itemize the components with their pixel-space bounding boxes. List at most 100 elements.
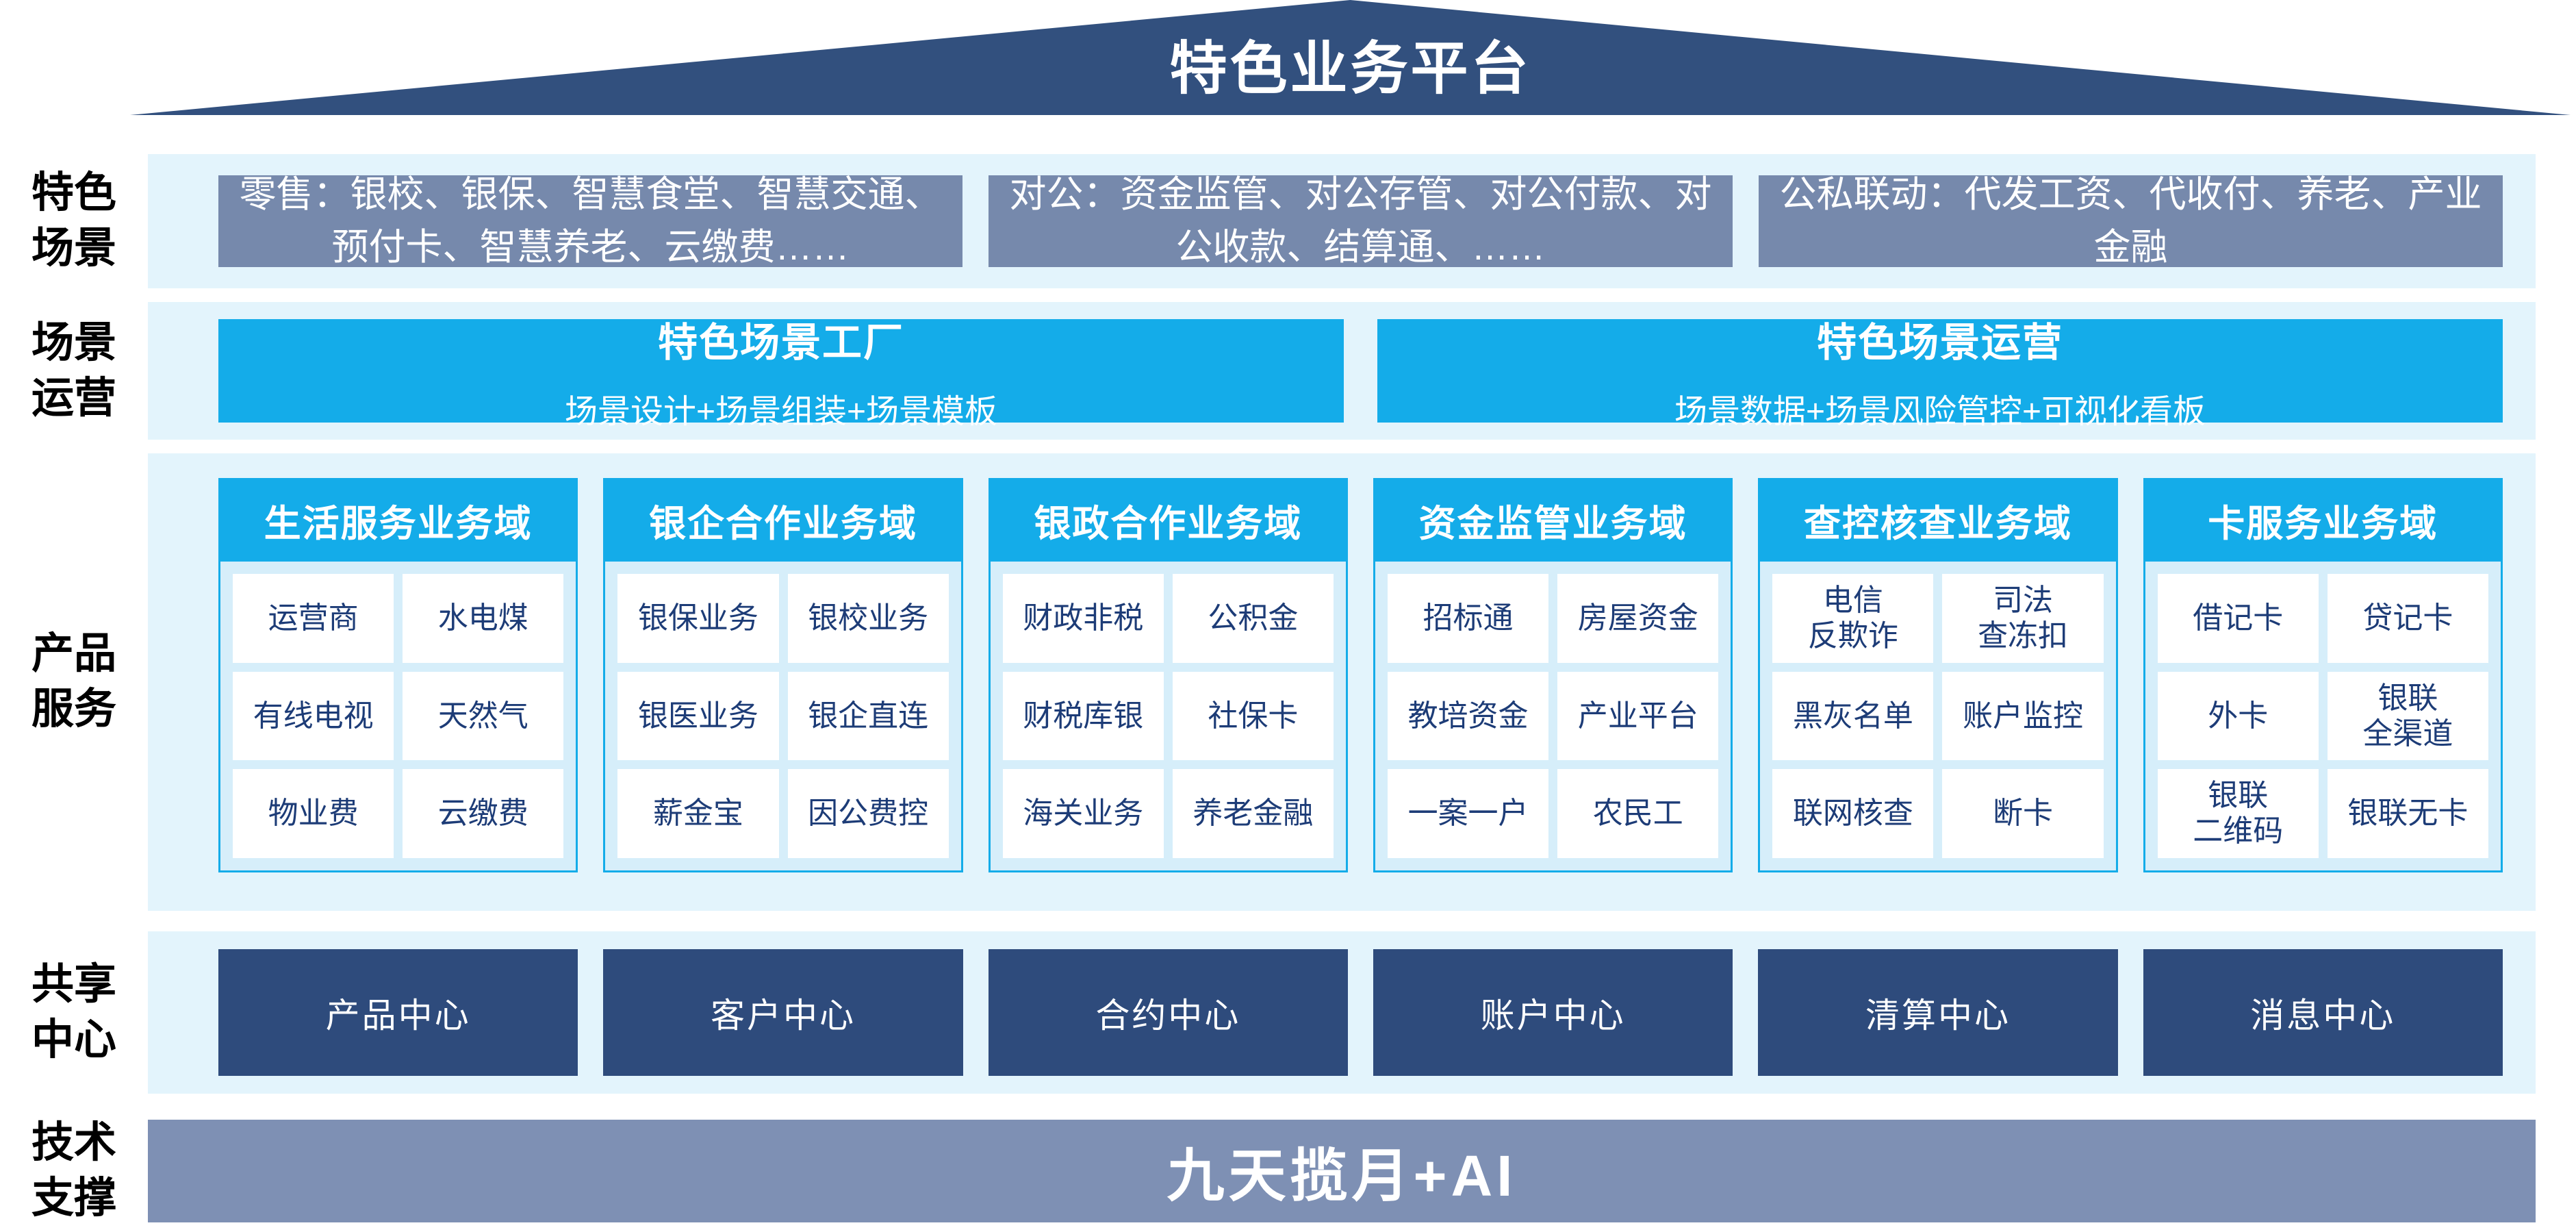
side-label-scene-operation: 场景 运营: [31, 318, 116, 422]
domain-body: 运营商 水电煤 有线电视 天然气 物业费 云缴费: [218, 562, 578, 872]
center-box-customer: 客户中心: [603, 949, 963, 1076]
product-cell: 银企直连: [787, 671, 949, 761]
scene-operation-title: 特色场景运营: [1816, 320, 2063, 365]
cell-row: 教培资金 产业平台: [1387, 671, 1719, 761]
cell-row: 外卡 银联 全渠道: [2157, 671, 2488, 761]
scene-box-public-private: 公私联动：代发工资、代收付、养老、产业金融: [1759, 174, 2503, 268]
domain-column-bank-enterprise: 银企合作业务域 银保业务 银校业务 银医业务 银企直连 薪金宝 因公费控: [603, 478, 963, 872]
product-cell: 银联 全渠道: [2327, 671, 2488, 761]
product-cell: 银医业务: [617, 671, 779, 761]
scene-operation-row: 特色场景工厂 场景设计+场景组装+场景模板 特色场景运营 场景数据+场景风险管控…: [148, 302, 2536, 440]
side-label-shared-center: 共享 中心: [31, 960, 116, 1064]
domain-body: 财政非税 公积金 财税库银 社保卡 海关业务 养老金融: [988, 562, 1348, 872]
cell-row: 电信 反欺诈 司法 查冻扣: [1772, 574, 2104, 663]
scene-operation-subtitle: 场景数据+场景风险管控+可视化看板: [1674, 393, 2206, 430]
domain-column-fund-supervision: 资金监管业务域 招标通 房屋资金 教培资金 产业平台 一案一户 农民工: [1373, 478, 1733, 872]
domain-body: 招标通 房屋资金 教培资金 产业平台 一案一户 农民工: [1373, 562, 1733, 872]
product-cell: 运营商: [233, 574, 394, 663]
product-cell: 有线电视: [233, 671, 394, 761]
platform-title: 特色业务平台: [1169, 36, 1531, 101]
product-cell: 农民工: [1557, 769, 1719, 859]
scene-factory-title: 特色场景工厂: [657, 320, 904, 365]
scene-operation-box: 特色场景运营 场景数据+场景风险管控+可视化看板: [1377, 319, 2503, 430]
product-cell: 养老金融: [1172, 769, 1334, 859]
product-cell: 银校业务: [787, 574, 949, 663]
product-cell: 断卡: [1942, 769, 2104, 859]
side-label-product-service: 产品 服务: [31, 630, 116, 733]
shared-center-row: 产品中心 客户中心 合约中心 账户中心 清算中心 消息中心: [148, 931, 2536, 1094]
cell-row: 银联 二维码 银联无卡: [2157, 769, 2488, 859]
product-cell: 贷记卡: [2327, 574, 2488, 663]
cell-row: 黑灰名单 账户监控: [1772, 671, 2104, 761]
product-cell: 银联 二维码: [2157, 769, 2319, 859]
product-cell: 招标通: [1387, 574, 1549, 663]
center-box-message: 消息中心: [2143, 949, 2503, 1076]
product-cell: 借记卡: [2157, 574, 2319, 663]
cell-row: 银保业务 银校业务: [617, 574, 949, 663]
cell-row: 物业费 云缴费: [233, 769, 564, 859]
product-cell: 水电煤: [403, 574, 564, 663]
product-cell: 银联无卡: [2327, 769, 2488, 859]
featured-scenes-row: 零售：银校、银保、智慧食堂、智慧交通、预付卡、智慧养老、云缴费…… 对公：资金监…: [148, 154, 2536, 288]
domain-column-card-service: 卡服务业务域 借记卡 贷记卡 外卡 银联 全渠道 银联 二维码 银联无卡: [2143, 478, 2503, 872]
product-cell: 银保业务: [617, 574, 779, 663]
cell-row: 联网核查 断卡: [1772, 769, 2104, 859]
domain-body: 借记卡 贷记卡 外卡 银联 全渠道 银联 二维码 银联无卡: [2143, 562, 2503, 872]
scene-factory-box: 特色场景工厂 场景设计+场景组装+场景模板: [218, 319, 1344, 430]
product-cell: 因公费控: [787, 769, 949, 859]
product-cell: 外卡: [2157, 671, 2319, 761]
domain-header: 银企合作业务域: [603, 478, 963, 562]
product-cell: 公积金: [1172, 574, 1334, 663]
cell-row: 薪金宝 因公费控: [617, 769, 949, 859]
product-cell: 薪金宝: [617, 769, 779, 859]
product-cell: 产业平台: [1557, 671, 1719, 761]
side-label-featured-scenes: 特色 场景: [31, 169, 116, 272]
product-cell: 联网核查: [1772, 769, 1934, 859]
side-label-tech-support: 技术 支撑: [31, 1119, 116, 1222]
center-box-clearing: 清算中心: [1758, 949, 2118, 1076]
product-cell: 财政非税: [1002, 574, 1164, 663]
center-box-product: 产品中心: [218, 949, 578, 1076]
tech-support-label: 九天揽月+AI: [1166, 1143, 1517, 1208]
domain-column-life-service: 生活服务业务域 运营商 水电煤 有线电视 天然气 物业费 云缴费: [218, 478, 578, 872]
product-cell: 海关业务: [1002, 769, 1164, 859]
cell-row: 借记卡 贷记卡: [2157, 574, 2488, 663]
domain-header: 卡服务业务域: [2143, 478, 2503, 562]
domain-header: 资金监管业务域: [1373, 478, 1733, 562]
cell-row: 招标通 房屋资金: [1387, 574, 1719, 663]
domain-column-bank-government: 银政合作业务域 财政非税 公积金 财税库银 社保卡 海关业务 养老金融: [988, 478, 1348, 872]
scene-factory-subtitle: 场景设计+场景组装+场景模板: [564, 393, 998, 430]
product-cell: 司法 查冻扣: [1942, 574, 2104, 663]
tech-support-bar: 九天揽月+AI: [148, 1120, 2536, 1222]
product-cell: 电信 反欺诈: [1772, 574, 1934, 663]
center-box-contract: 合约中心: [988, 949, 1348, 1076]
domain-header: 查控核查业务域: [1758, 478, 2118, 562]
center-box-account: 账户中心: [1373, 949, 1733, 1076]
cell-row: 有线电视 天然气: [233, 671, 564, 761]
product-cell: 黑灰名单: [1772, 671, 1934, 761]
domain-body: 银保业务 银校业务 银医业务 银企直连 薪金宝 因公费控: [603, 562, 963, 872]
scene-box-retail: 零售：银校、银保、智慧食堂、智慧交通、预付卡、智慧养老、云缴费……: [218, 174, 962, 268]
domain-header: 银政合作业务域: [988, 478, 1348, 562]
product-cell: 账户监控: [1942, 671, 2104, 761]
product-cell: 财税库银: [1002, 671, 1164, 761]
cell-row: 财税库银 社保卡: [1002, 671, 1334, 761]
product-cell: 物业费: [233, 769, 394, 859]
product-service-row: 生活服务业务域 运营商 水电煤 有线电视 天然气 物业费 云缴费 银企合作业务域…: [148, 453, 2536, 911]
cell-row: 银医业务 银企直连: [617, 671, 949, 761]
product-cell: 云缴费: [403, 769, 564, 859]
domain-header: 生活服务业务域: [218, 478, 578, 562]
scene-box-corporate: 对公：资金监管、对公存管、对公付款、对公收款、结算通、……: [989, 174, 1733, 268]
cell-row: 海关业务 养老金融: [1002, 769, 1334, 859]
product-cell: 房屋资金: [1557, 574, 1719, 663]
roof-banner: 特色业务平台: [130, 0, 2571, 115]
cell-row: 一案一户 农民工: [1387, 769, 1719, 859]
product-cell: 天然气: [403, 671, 564, 761]
product-cell: 社保卡: [1172, 671, 1334, 761]
domain-column-inquiry-control: 查控核查业务域 电信 反欺诈 司法 查冻扣 黑灰名单 账户监控 联网核查 断卡: [1758, 478, 2118, 872]
cell-row: 运营商 水电煤: [233, 574, 564, 663]
product-cell: 教培资金: [1387, 671, 1549, 761]
domain-body: 电信 反欺诈 司法 查冻扣 黑灰名单 账户监控 联网核查 断卡: [1758, 562, 2118, 872]
product-cell: 一案一户: [1387, 769, 1549, 859]
cell-row: 财政非税 公积金: [1002, 574, 1334, 663]
